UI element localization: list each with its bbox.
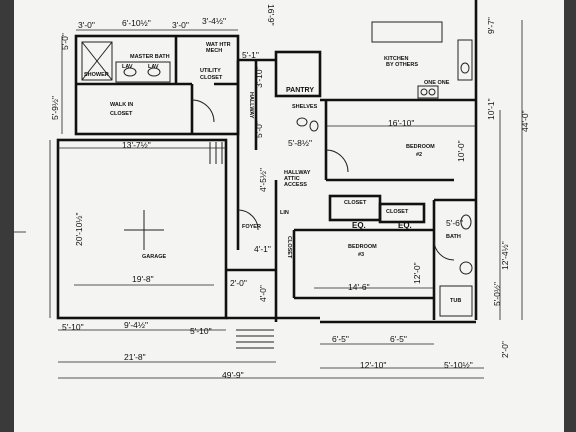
label-pantry: PANTRY [286, 87, 314, 94]
dim-2-0: 2'-0" [230, 278, 247, 288]
dim-12-4-half: 12'-4½" [500, 241, 510, 270]
room-labels: MASTER BATH SHOWER LAV LAV WALK IN CLOSE… [84, 42, 461, 304]
label-eq-a: EQ. [352, 221, 366, 230]
dim-5-10-half: 5'-10½" [444, 360, 473, 370]
dim-9-4-half: 9'-4½" [124, 320, 148, 330]
bath-sink [460, 214, 472, 230]
toilet-1 [296, 117, 308, 127]
floor-plan: MASTER BATH SHOWER LAV LAV WALK IN CLOSE… [14, 0, 530, 380]
garage-steps [209, 142, 223, 164]
dim-3-4-half: 3'-4½" [202, 16, 226, 26]
label-one-one: ONE ONE [424, 80, 450, 86]
dim-4-1: 4'-1" [254, 244, 271, 254]
dim-5-1: 5'-1" [242, 50, 259, 60]
dim-49-9: 49'-9" [222, 370, 244, 380]
label-closet-vertical: CLOSET [286, 236, 292, 259]
label-bedroom-2-num: #2 [416, 152, 422, 158]
label-shelves: SHELVES [292, 104, 318, 110]
dim-6-10-half: 6'-10½" [122, 18, 151, 28]
label-hallway-horizontal: HALLWAY [284, 170, 311, 176]
dim-44-0: 44'-0" [520, 110, 530, 132]
toilet-2 [459, 261, 473, 275]
label-kitchen-by-others: BY OTHERS [386, 62, 418, 68]
plan-sheet: MASTER BATH SHOWER LAV LAV WALK IN CLOSE… [14, 0, 564, 432]
label-kitchen: KITCHEN [384, 56, 408, 62]
counter-east [457, 39, 473, 81]
label-eq-b: EQ. [398, 221, 412, 230]
entry-steps [236, 329, 274, 349]
door-swing-closet [191, 99, 215, 123]
dim-21-8: 21'-8" [124, 352, 146, 362]
label-bedroom-2: BEDROOM [406, 144, 435, 150]
dim-5-8-half: 5'-8½" [288, 138, 312, 148]
dim-6-5: 6'-5" [332, 334, 349, 344]
door-swing-foyer [237, 209, 259, 231]
fixtures [81, 21, 473, 349]
label-attic-access: ACCESS [284, 182, 307, 188]
label-lav-2: LAV [148, 64, 159, 70]
dim-5-9-half: 5'-9½" [50, 96, 60, 120]
shower-fixture [81, 41, 113, 81]
label-utility-closet: CLOSET [200, 75, 223, 81]
dim-4-0: 4'-0" [258, 285, 268, 302]
label-hallway-vertical: HALLWAY [248, 92, 254, 119]
dim-20-10-half: 20'-10½" [74, 213, 84, 246]
dim-16-9: 16'-9" [266, 4, 276, 26]
dim-3-0: 3'-0" [78, 20, 95, 30]
label-bedroom-3: BEDROOM [348, 244, 377, 250]
label-walk-in: WALK IN [110, 102, 133, 108]
label-master-bath: MASTER BATH [130, 54, 170, 60]
label-foyer: FOYER [242, 224, 261, 230]
label-garage: GARAGE [142, 254, 166, 260]
label-mech: MECH [206, 48, 222, 54]
tub-fixture [439, 285, 473, 317]
dim-10-1: 10'-1" [486, 98, 496, 120]
door-swing-bed2 [325, 149, 349, 173]
dim-5-0: 5'-0" [60, 33, 70, 50]
dim-3-0-b: 3'-0" [172, 20, 189, 30]
pantry-walls [274, 50, 322, 98]
dim-12-10: 12'-10" [360, 360, 386, 370]
closet-b-walls [378, 202, 426, 224]
label-walk-in-closet: CLOSET [110, 111, 133, 117]
dim-5-0-half: 5'-0½" [492, 282, 502, 306]
label-attic: ATTIC [284, 176, 300, 182]
door-swing-bath [433, 239, 455, 261]
label-bath: BATH [446, 234, 461, 240]
dim-19-8: 19'-8" [132, 274, 154, 284]
label-lav-1: LAV [122, 64, 133, 70]
vanity-fixture [115, 61, 171, 83]
dim-12-0: 12'-0" [412, 262, 422, 284]
dimension-lines [14, 20, 523, 379]
label-closet-b: CLOSET [386, 209, 409, 215]
dimension-labels: 3'-0" 6'-10½" 3'-0" 3'-4½" 16'-9" 5'-0" … [50, 4, 530, 380]
dim-2-0-b: 2'-0" [500, 341, 510, 358]
dim-3-10: 3'-10" [254, 66, 264, 88]
label-bedroom-3-num: #3 [358, 252, 364, 258]
dim-16-10: 16'-10" [388, 118, 414, 128]
cooktop [417, 85, 439, 99]
dim-10-0: 10'-0" [456, 140, 466, 162]
label-closet-a: CLOSET [344, 200, 367, 206]
kitchen-island [371, 21, 443, 43]
label-shower: SHOWER [84, 72, 109, 78]
dim-5-6: 5'-6" [446, 218, 463, 228]
label-water-heater: WAT HTR [206, 42, 231, 48]
dim-5-10-b: 5'-10" [190, 326, 212, 336]
dim-4-5-half: 4'-5½" [258, 168, 268, 192]
dim-14-6: 14'-6" [348, 282, 370, 292]
dim-5-10: 5'-10" [62, 322, 84, 332]
label-utility: UTILITY [200, 68, 221, 74]
dim-9-7: 9'-7" [486, 17, 496, 34]
dim-5-0-b: 5'-0" [254, 121, 264, 138]
walls [56, 0, 478, 324]
dim-6-5-b: 6'-5" [390, 334, 407, 344]
label-tub: TUB [450, 298, 461, 304]
label-linen: LIN [280, 210, 289, 216]
dim-13-7-half: 13'-7½" [122, 140, 151, 150]
garage-walls [56, 138, 228, 320]
